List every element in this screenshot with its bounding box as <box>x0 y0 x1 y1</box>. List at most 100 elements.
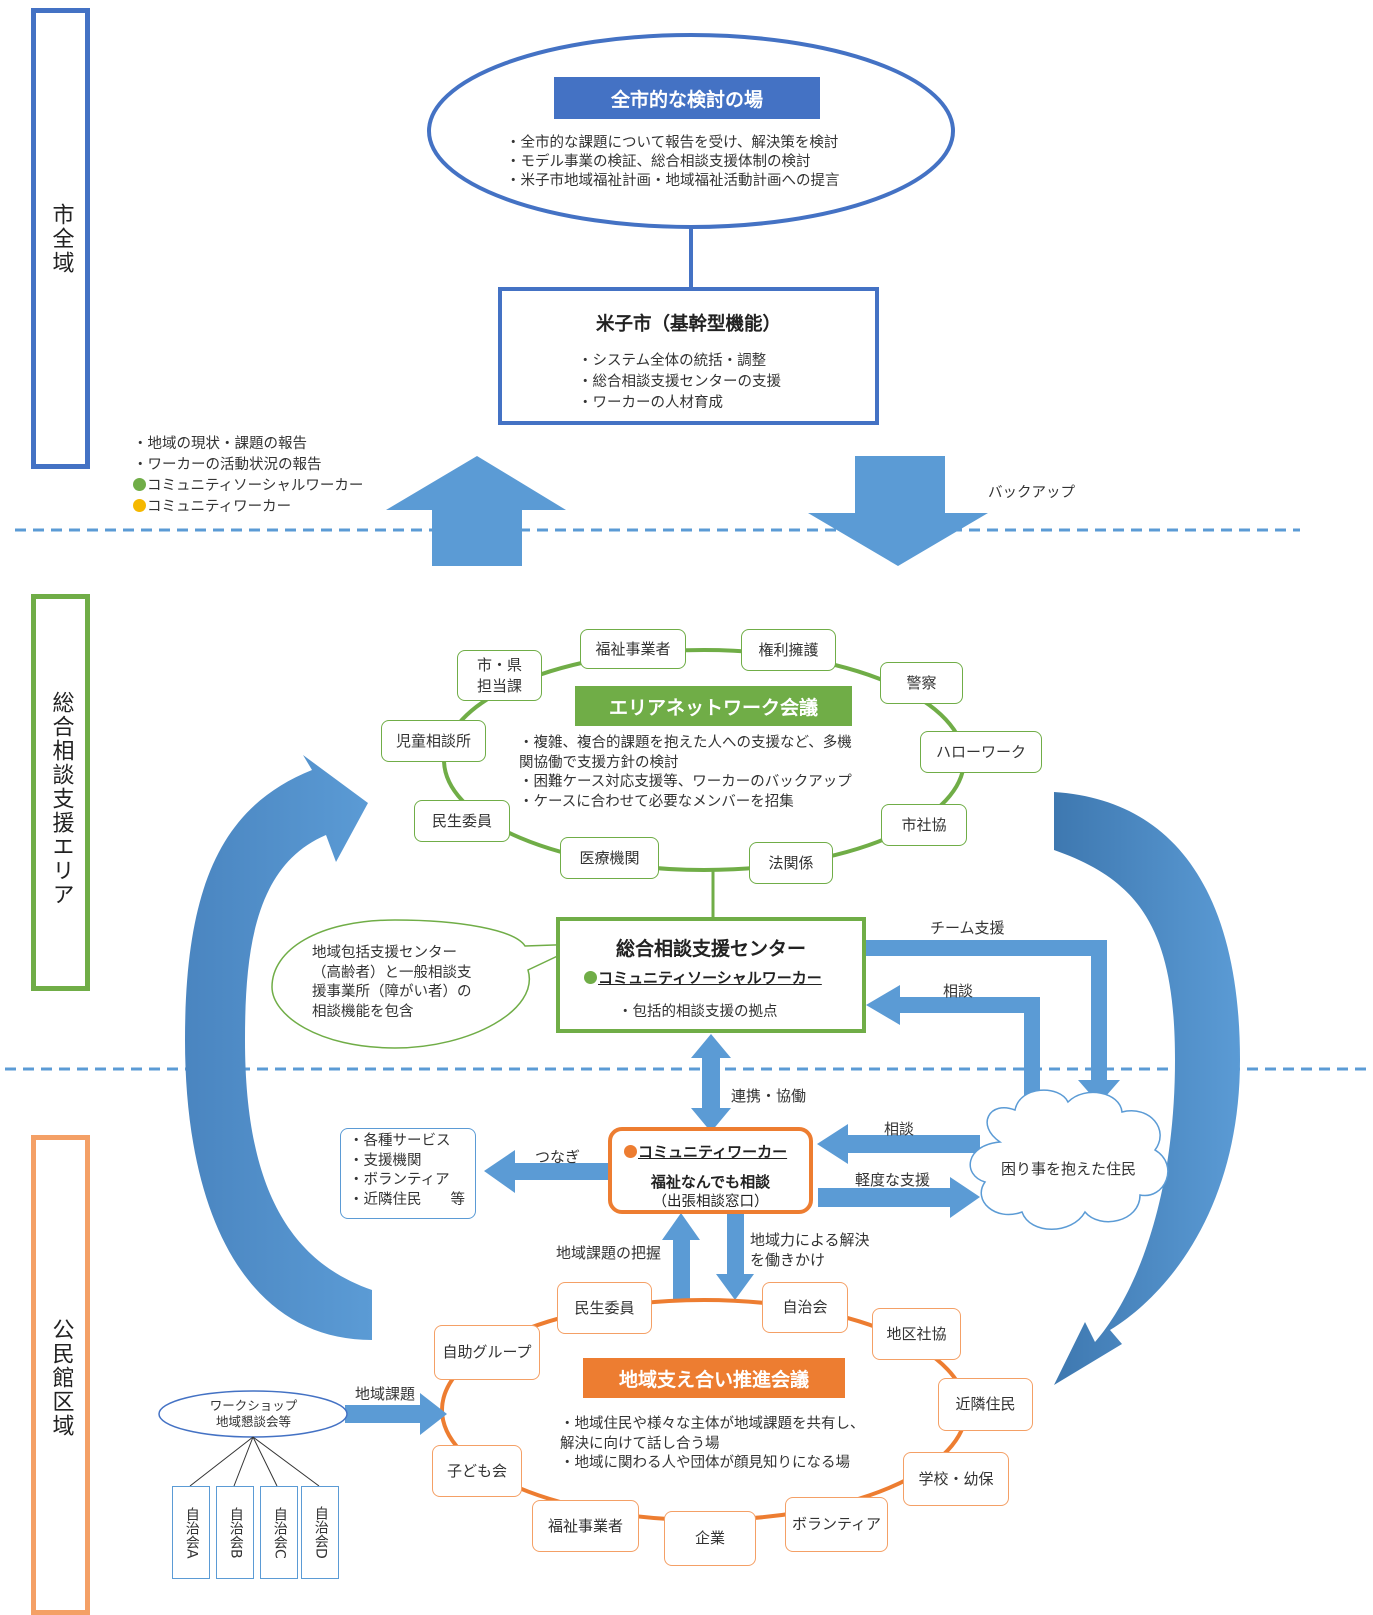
orange-dot-icon <box>133 499 146 513</box>
haaku-label: 地域課題の把握 <box>556 1244 662 1262</box>
area-line: 関協働で支援方針の検討 <box>519 754 679 771</box>
cw-box: コミュニティワーカー 福祉なんでも相談 （出張相談窓口） <box>608 1127 813 1214</box>
top-description: ・全市的な課題について報告を受け、解決策を検討 ・モデル事業の検証、総合相談支援… <box>506 134 840 191</box>
jichi-a: 自治会A <box>172 1486 210 1579</box>
member-kenri: 権利擁護 <box>741 629 836 671</box>
city-box-line: ・ワーカーの人材育成 <box>578 395 723 412</box>
local-line: ・地域に関わる人や団体が顔見知りになる場 <box>560 1455 850 1472</box>
member-iryo: 医療機関 <box>560 837 659 879</box>
local-member-kinrin: 近隣住民 <box>938 1378 1033 1431</box>
city-box-description: ・システム全体の統括・調整 ・総合相談支援センターの支援 ・ワーカーの人材育成 <box>578 351 781 414</box>
orange-dot-icon <box>624 1145 637 1158</box>
member-keisatsu: 警察 <box>880 662 963 704</box>
center-line: ・包括的相談支援の拠点 <box>618 1004 778 1020</box>
local-line: ・地域住民や様々な主体が地域課題を共有し、 <box>560 1416 865 1432</box>
member-hou: 法関係 <box>749 842 833 884</box>
report-cw: コミュニティワーカー <box>133 497 363 518</box>
backup-label: バックアップ <box>988 485 1075 501</box>
local-member-jijo: 自助グループ <box>434 1325 540 1380</box>
center-box: 総合相談支援センター コミュニティソーシャルワーカー ・包括的相談支援の拠点 <box>556 917 866 1033</box>
city-box-title: 米子市（基幹型機能） <box>595 314 781 335</box>
renkei-label: 連携・協働 <box>731 1087 807 1105</box>
speech-bubble <box>271 919 584 1049</box>
zone-district: 公民館区域 <box>31 1135 90 1615</box>
top-title: 全市的な検討の場 <box>554 77 820 119</box>
local-member-kigyo: 企業 <box>664 1511 756 1566</box>
local-meeting-title: 地域支え合い推進会議 <box>583 1358 845 1398</box>
keido-arrow <box>818 1177 980 1218</box>
cw-main: 福祉なんでも相談 <box>650 1173 771 1191</box>
cw-sub: （出張相談窓口） <box>652 1194 769 1210</box>
tsunagi-arrow <box>484 1150 608 1193</box>
service-item: ・各種サービス <box>349 1133 451 1149</box>
city-box: 米子市（基幹型機能） ・システム全体の統括・調整 ・総合相談支援センターの支援 … <box>498 287 879 425</box>
local-member-gakko: 学校・幼保 <box>903 1452 1009 1506</box>
member-shiken: 市・県 担当課 <box>457 650 542 701</box>
center-csw: コミュニティソーシャルワーカー <box>584 967 822 988</box>
chiiki-kadai-label: 地域課題 <box>355 1385 416 1403</box>
left-curved-arrow <box>185 755 372 1340</box>
area-network-description: ・複雑、複合的課題を抱えた人への支援など、多機 関協働で支援方針の検討 ・困難ケ… <box>519 734 852 812</box>
local-member-minsei: 民生委員 <box>557 1282 652 1334</box>
chiikiryoku-arrow <box>716 1213 754 1300</box>
member-jido: 児童相談所 <box>381 720 486 762</box>
jichi-d: 自治会D <box>301 1486 339 1579</box>
cw-title: コミュニティワーカー <box>624 1141 787 1162</box>
center-title: 総合相談支援センター <box>615 938 806 960</box>
zone-area: 総合相談支援エリア <box>31 594 90 991</box>
down-arrow <box>808 456 988 566</box>
chiikiryoku-label: 地域力による解決 を働きかけ <box>750 1231 870 1269</box>
service-item: ・近隣住民 等 <box>349 1191 465 1208</box>
member-minsei: 民生委員 <box>414 800 510 842</box>
soudan-label: 相談 <box>943 982 974 1000</box>
haaku-arrow <box>662 1213 700 1300</box>
city-box-line: ・システム全体の統括・調整 <box>578 353 767 369</box>
team-support-label: チーム支援 <box>930 919 1005 937</box>
service-item: ・支援機関 <box>349 1152 422 1169</box>
up-arrow <box>386 456 566 566</box>
workshop-text: ワークショップ 地域懇談会等 <box>209 1398 298 1430</box>
zone-city: 市全域 <box>31 8 90 469</box>
area-line: ・困難ケース対応支援等、ワーカーのバックアップ <box>519 774 852 791</box>
resident-cloud <box>969 1089 1169 1230</box>
soudan-arrow <box>866 985 1040 1115</box>
report-line: ・ワーカーの活動状況の報告 <box>133 457 322 474</box>
area-network-title: エリアネットワーク会議 <box>575 686 852 726</box>
local-line: 解決に向けて話し合う場 <box>560 1435 720 1452</box>
top-line: ・全市的な課題について報告を受け、解決策を検討 <box>506 135 839 151</box>
chiiki-kadai-arrow <box>345 1393 447 1435</box>
report-line: ・地域の現状・課題の報告 <box>133 436 307 452</box>
green-dot-icon <box>133 478 146 492</box>
renkei-arrow <box>691 1034 731 1132</box>
member-shakyo: 市社協 <box>881 804 967 846</box>
member-hello: ハローワーク <box>920 731 1042 773</box>
report-list: ・地域の現状・課題の報告 ・ワーカーの活動状況の報告 コミュニティソーシャルワー… <box>133 434 363 518</box>
bubble-text: 地域包括支援センター （高齢者）と一般相談支 援事業所（障がい者）の 相談機能を… <box>312 945 472 1020</box>
local-member-chiku: 地区社協 <box>872 1308 961 1360</box>
top-line: ・モデル事業の検証、総合相談支援体制の検討 <box>506 153 811 170</box>
local-member-volunteer: ボランティア <box>785 1497 888 1552</box>
keido-label: 軽度な支援 <box>855 1171 931 1189</box>
soudan2-label: 相談 <box>884 1120 915 1138</box>
soudan2-arrow <box>817 1124 980 1164</box>
jichi-b: 自治会B <box>216 1486 254 1579</box>
local-member-kodomo: 子ども会 <box>432 1445 522 1497</box>
local-member-jichikai: 自治会 <box>762 1282 848 1333</box>
area-line: ・複雑、複合的課題を抱えた人への支援など、多機 <box>519 735 852 751</box>
jichi-c: 自治会C <box>260 1486 298 1579</box>
top-line: ・米子市地域福祉計画・地域福祉活動計画への提言 <box>506 172 840 189</box>
local-member-fukushi: 福祉事業者 <box>532 1500 639 1552</box>
top-ellipse <box>427 33 955 229</box>
green-dot-icon <box>584 971 597 984</box>
local-meeting-description: ・地域住民や様々な主体が地域課題を共有し、 解決に向けて話し合う場 ・地域に関わ… <box>560 1415 865 1474</box>
tsunagi-label: つなぎ <box>535 1148 581 1166</box>
member-fukushi: 福祉事業者 <box>580 629 686 669</box>
service-item: ・ボランティア <box>349 1172 450 1189</box>
right-curved-arrow <box>1054 792 1240 1385</box>
resident-label: 困り事を抱えた住民 <box>1001 1160 1137 1178</box>
city-box-line: ・総合相談支援センターの支援 <box>578 374 781 391</box>
team-support-arrow <box>866 940 1120 1104</box>
services-box: ・各種サービス ・支援機関 ・ボランティア ・近隣住民 等 <box>340 1128 476 1219</box>
area-line: ・ケースに合わせて必要なメンバーを招集 <box>519 793 794 810</box>
